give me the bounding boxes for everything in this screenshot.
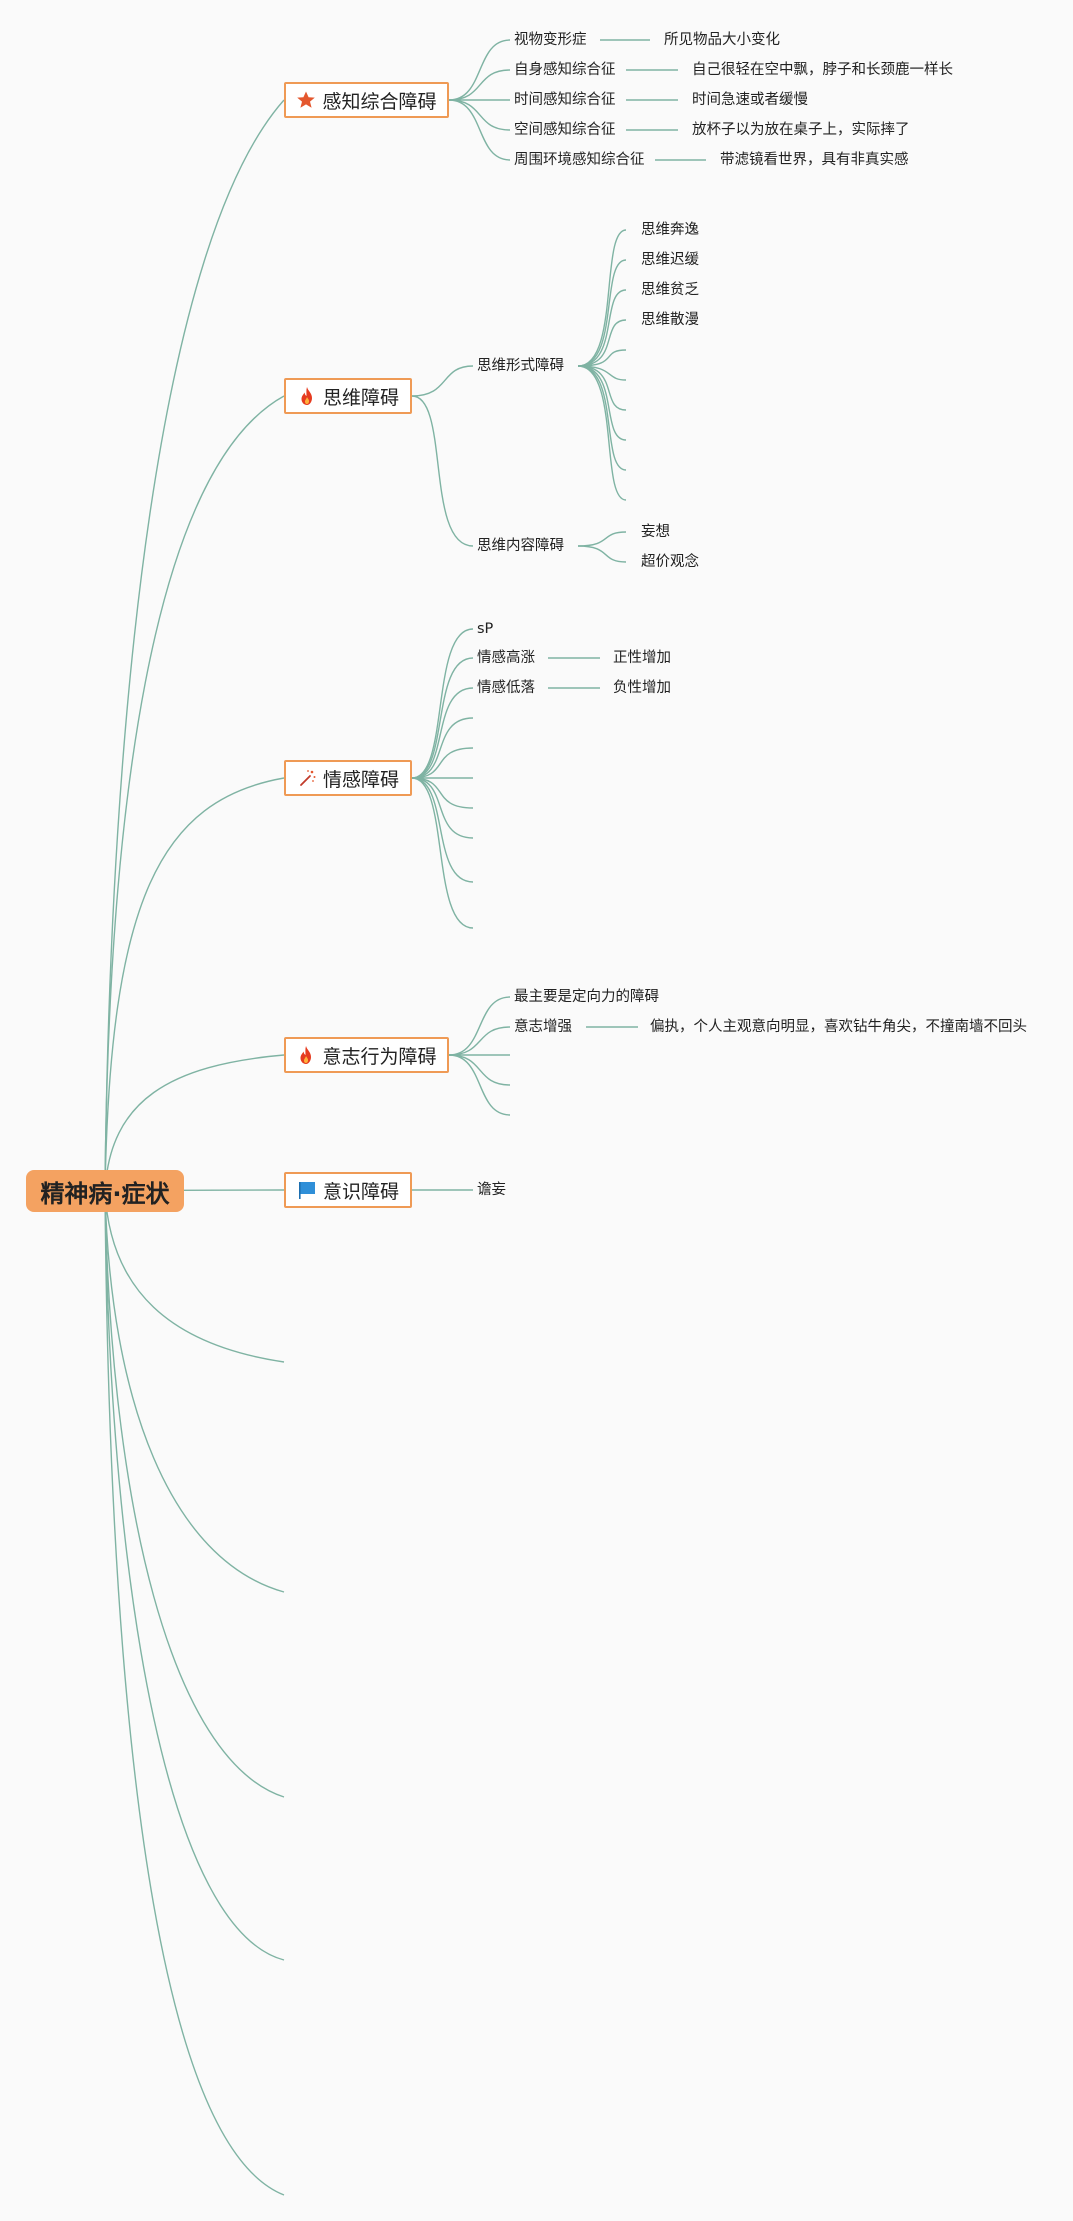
- leaf-detail[interactable]: 自己很轻在空中飘，脖子和长颈鹿一样长: [692, 62, 953, 78]
- leaf-item[interactable]: 时间感知综合征: [514, 92, 616, 108]
- leaf-item[interactable]: 情感高涨: [477, 650, 535, 666]
- topic-consciousness-disorder[interactable]: 意识障碍: [284, 1172, 412, 1208]
- topic-label: 意识障碍: [322, 1180, 399, 1203]
- leaf-item[interactable]: 最主要是定向力的障碍: [514, 989, 659, 1005]
- leaf-item[interactable]: 视物变形症: [514, 32, 587, 48]
- leaf-child[interactable]: 思维贫乏: [641, 282, 699, 298]
- leaf-child[interactable]: 思维散漫: [641, 312, 699, 328]
- leaf-item[interactable]: 思维内容障碍: [477, 538, 564, 554]
- leaf-child[interactable]: 超价观念: [641, 554, 699, 570]
- root-topic[interactable]: 精神病·症状: [26, 1170, 184, 1212]
- topic-label: 意志行为障碍: [322, 1045, 437, 1068]
- topic-emotional-disorder[interactable]: 情感障碍: [284, 760, 412, 796]
- leaf-child[interactable]: 思维奔逸: [641, 222, 699, 238]
- topic-label: 情感障碍: [322, 768, 399, 791]
- leaf-item[interactable]: 情感低落: [477, 680, 535, 696]
- flame-icon: [296, 1045, 316, 1065]
- leaf-item[interactable]: 思维形式障碍: [477, 358, 564, 374]
- topic-label: 思维障碍: [322, 386, 399, 409]
- leaf-item[interactable]: 谵妄: [477, 1182, 506, 1198]
- leaf-item[interactable]: 意志增强: [514, 1019, 572, 1035]
- leaf-item[interactable]: sP: [477, 621, 494, 637]
- leaf-child[interactable]: 思维迟缓: [641, 252, 699, 268]
- topic-volition-behavior-disorder[interactable]: 意志行为障碍: [284, 1037, 449, 1073]
- topic-perception-synthesis-disorder[interactable]: 感知综合障碍: [284, 82, 449, 118]
- leaf-detail[interactable]: 时间急速或者缓慢: [692, 92, 808, 108]
- leaf-detail[interactable]: 负性增加: [613, 680, 671, 696]
- topic-thought-disorder[interactable]: 思维障碍: [284, 378, 412, 414]
- leaf-item[interactable]: 自身感知综合征: [514, 62, 616, 78]
- flame-icon: [297, 386, 317, 406]
- sparkle-wand-icon: [297, 768, 317, 788]
- leaf-child[interactable]: 妄想: [641, 524, 670, 540]
- star-icon: [296, 90, 316, 110]
- leaf-detail[interactable]: 正性增加: [613, 650, 671, 666]
- flag-icon: [297, 1180, 317, 1200]
- leaf-detail[interactable]: 放杯子以为放在桌子上，实际摔了: [692, 122, 910, 138]
- topic-label: 感知综合障碍: [322, 90, 437, 113]
- leaf-item[interactable]: 空间感知综合征: [514, 122, 616, 138]
- leaf-detail[interactable]: 偏执，个人主观意向明显，喜欢钻牛角尖，不撞南墙不回头: [650, 1019, 1027, 1035]
- root-topic-label: 精神病·症状: [40, 1179, 170, 1208]
- leaf-detail[interactable]: 所见物品大小变化: [664, 32, 780, 48]
- leaf-item[interactable]: 周围环境感知综合征: [514, 152, 645, 168]
- leaf-detail[interactable]: 带滤镜看世界，具有非真实感: [720, 152, 909, 168]
